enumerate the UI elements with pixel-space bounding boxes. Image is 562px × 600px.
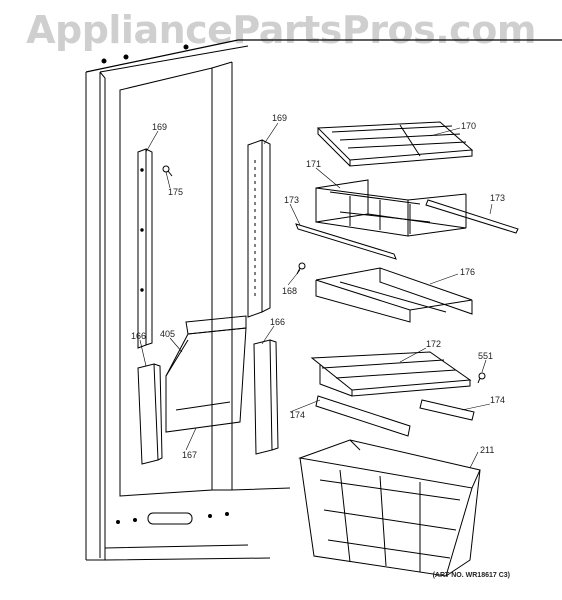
basket-171	[315, 179, 467, 237]
shelf-frame-176	[315, 267, 473, 323]
callout-171: 171	[306, 159, 322, 169]
callout-211: 211	[480, 445, 495, 455]
shelf-rail-left	[137, 148, 153, 349]
callout-551: 551	[478, 351, 494, 361]
trim-panel-166-left	[137, 363, 163, 465]
freezer-basket-211	[298, 439, 481, 577]
air-duct-panel-405	[165, 315, 247, 433]
rail-173-left	[295, 223, 397, 260]
callout-173-right: 173	[490, 193, 506, 203]
screw-551	[477, 372, 486, 384]
callout-405: 405	[160, 329, 176, 339]
callout-174-right: 174	[490, 395, 506, 405]
shelf-rail-right	[247, 139, 271, 318]
leader-lines	[139, 122, 493, 469]
callout-170: 170	[461, 121, 477, 131]
screw-175	[162, 165, 173, 177]
callout-168: 168	[282, 286, 298, 296]
callout-166-left: 166	[131, 331, 147, 341]
callout-169-left: 169	[152, 122, 168, 132]
callout-176: 176	[460, 267, 476, 277]
trim-panel-166-right	[253, 339, 279, 455]
cabinet-frame	[85, 39, 562, 561]
slide-174-left	[315, 395, 411, 437]
callout-167: 167	[182, 450, 198, 460]
callout-175: 175	[168, 187, 184, 197]
callout-169-right: 169	[272, 113, 288, 123]
watermark-logo: AppliancePartsPros.com	[26, 8, 536, 52]
callout-166-right: 166	[270, 317, 286, 327]
art-number: (ART NO. WR18617 C3)	[432, 572, 510, 579]
shelf-172	[310, 351, 472, 397]
callout-173-left: 173	[284, 195, 300, 205]
callout-172: 172	[426, 339, 442, 349]
rail-173-right	[425, 199, 519, 234]
slide-174-right	[419, 399, 475, 421]
callout-174-left: 174	[290, 410, 306, 420]
shelf-170	[316, 121, 474, 167]
